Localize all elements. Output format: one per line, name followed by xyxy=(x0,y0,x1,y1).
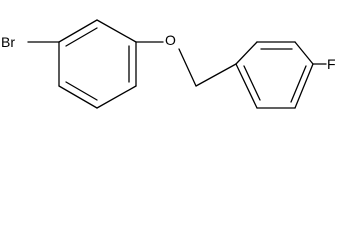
bond-ring1-d xyxy=(96,85,137,109)
bond-ring2-d xyxy=(294,63,314,109)
bromophenyl-ring xyxy=(58,19,137,109)
double-bond-ring2-left xyxy=(243,65,261,101)
atom-label-o: O xyxy=(165,32,176,48)
bond-ring1-a xyxy=(58,19,98,43)
double-bond-ring1-top xyxy=(65,27,98,47)
double-bond-ring2-right xyxy=(290,65,307,103)
fluorophenyl-ring xyxy=(235,41,314,109)
bond-ch2-c xyxy=(195,63,237,87)
atom-label-br: Br xyxy=(1,34,15,50)
structure-diagram: Br O F xyxy=(1,19,336,109)
bond-ring1-b xyxy=(96,19,137,43)
double-bond-ring1-bottom xyxy=(65,81,98,101)
atom-label-f: F xyxy=(327,56,336,72)
bond-o-ch2 xyxy=(178,48,197,87)
bond-ring2-f xyxy=(235,63,258,109)
bond-ring2-a xyxy=(235,41,258,65)
bond-ring1-e xyxy=(58,85,98,109)
bond-ring2-c xyxy=(294,41,314,65)
